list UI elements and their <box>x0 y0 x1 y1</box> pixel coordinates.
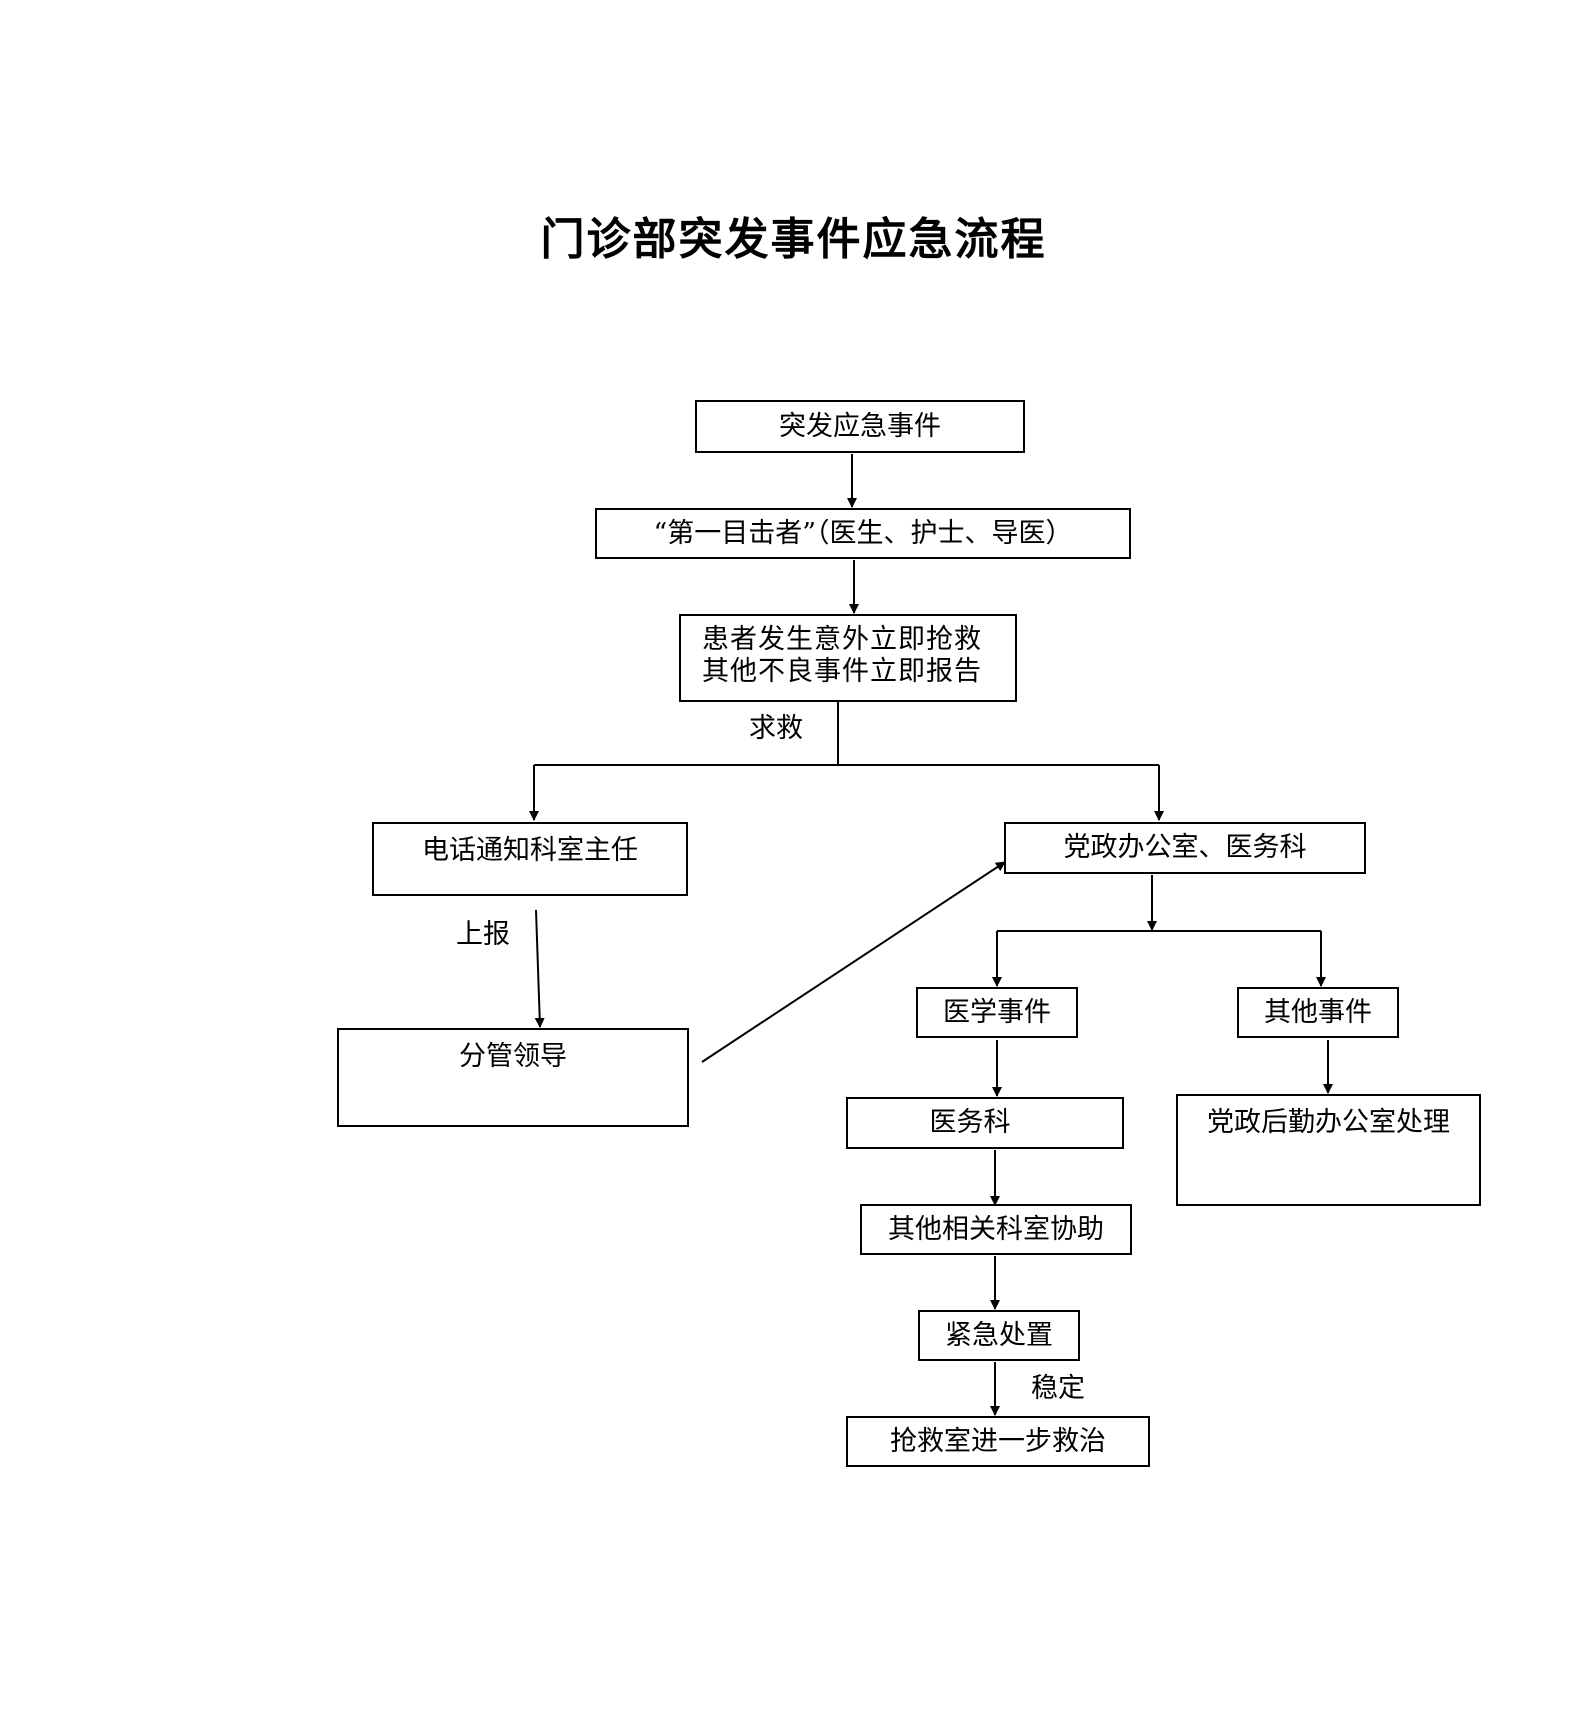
node-phone-director-label: 电话通知科室主任 <box>422 835 638 866</box>
node-medical-affairs: 医务科 <box>846 1097 1124 1149</box>
node-other-depts: 其他相关科室协助 <box>860 1204 1132 1255</box>
node-rescue-room: 抢救室进一步救治 <box>846 1416 1150 1467</box>
page-title: 门诊部突发事件应急流程 <box>540 214 1047 265</box>
node-medical-affairs-label: 医务科 <box>929 1107 1011 1138</box>
node-first-witness-label: “第一目击者”（医生、护士、导医） <box>653 517 1073 549</box>
node-emergency-event: 突发应急事件 <box>695 400 1025 453</box>
node-party-logistics: 党政后勤办公室处理 <box>1176 1094 1481 1206</box>
edge-label-seek-help: 求救 <box>749 713 803 744</box>
node-rescue-report-line-2: 其他不良事件立即报告 <box>702 656 982 687</box>
edge-label-stable: 稳定 <box>1031 1373 1085 1404</box>
node-party-medical-label: 党政办公室、医务科 <box>1063 832 1307 863</box>
node-party-medical: 党政办公室、医务科 <box>1004 822 1366 874</box>
node-rescue-room-label: 抢救室进一步救治 <box>890 1425 1106 1457</box>
node-rescue-report-line-1: 患者发生意外立即抢救 <box>702 624 982 655</box>
node-other-depts-label: 其他相关科室协助 <box>888 1213 1104 1245</box>
node-rescue-report: 患者发生意外立即抢救 其他不良事件立即报告 <box>679 614 1017 702</box>
node-supervising-leader-label: 分管领导 <box>459 1041 567 1072</box>
node-other-event: 其他事件 <box>1237 987 1399 1038</box>
arrow-director-to-leader <box>534 909 545 1028</box>
node-phone-director: 电话通知科室主任 <box>372 822 688 896</box>
node-medical-event: 医学事件 <box>916 987 1078 1038</box>
node-supervising-leader: 分管领导 <box>337 1028 689 1127</box>
edge-label-report-up: 上报 <box>456 919 510 950</box>
node-medical-event-label: 医学事件 <box>943 996 1051 1028</box>
node-emergency-event-label: 突发应急事件 <box>779 410 941 442</box>
node-other-event-label: 其他事件 <box>1264 996 1372 1028</box>
node-first-witness: “第一目击者”（医生、护士、导医） <box>595 508 1131 559</box>
node-emergency-handling: 紧急处置 <box>918 1310 1080 1361</box>
arrow-leader-to-party-medical <box>701 861 1006 1063</box>
node-party-logistics-label: 党政后勤办公室处理 <box>1207 1107 1450 1138</box>
node-emergency-handling-label: 紧急处置 <box>945 1319 1053 1351</box>
